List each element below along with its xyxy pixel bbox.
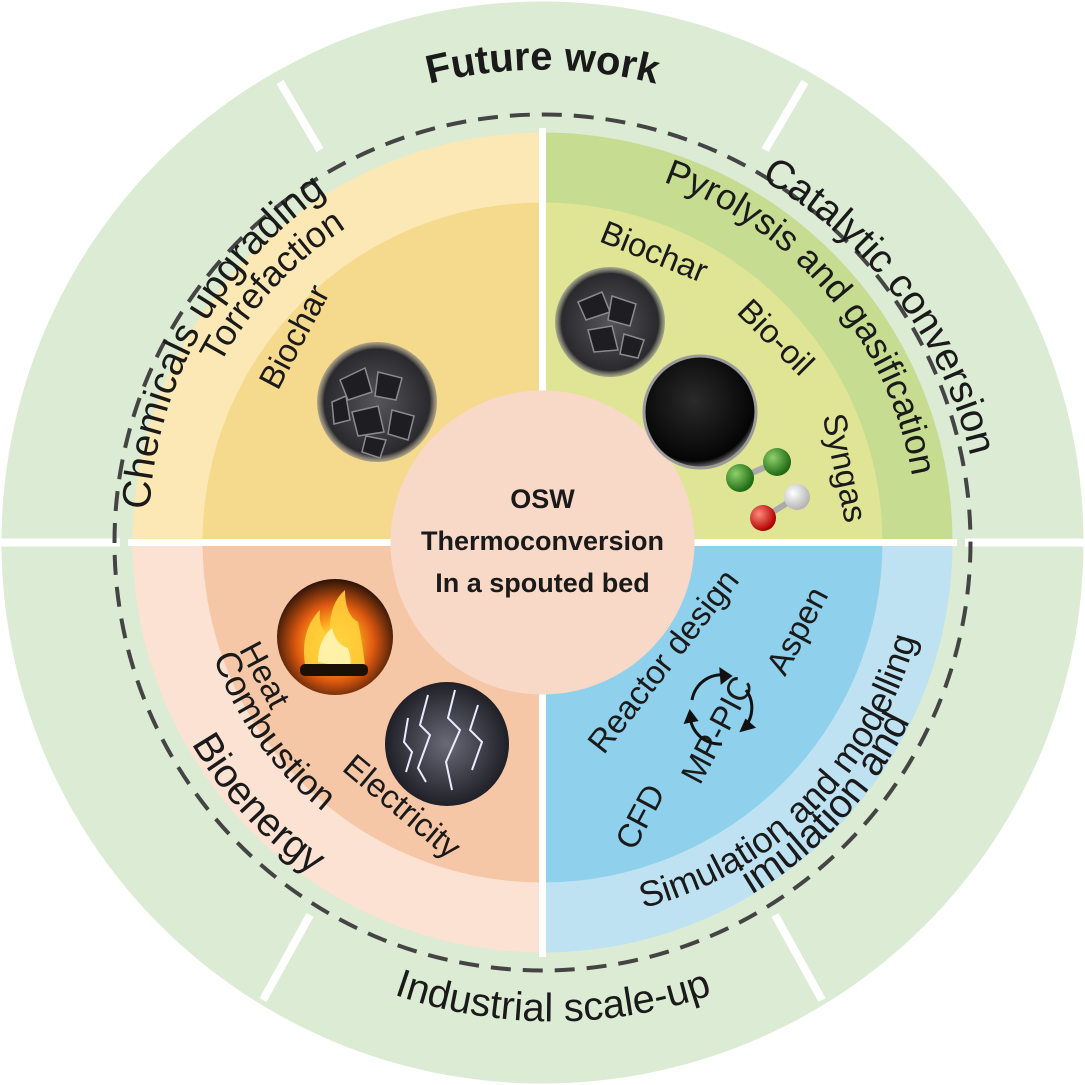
lightning-image: [385, 682, 509, 806]
center-line-1: OSW: [510, 484, 575, 514]
dashed-boundary: [112, 112, 973, 973]
top-right-content: Biochar Bio-oil Syngas: [555, 213, 875, 531]
biochar-image: [555, 267, 665, 377]
fire-image: [277, 579, 393, 695]
outer-ring-dividers: [0, 79, 1085, 1002]
biochar-image: [317, 342, 437, 462]
cycle-arrows-icon: [683, 667, 757, 746]
center-circle: [390, 390, 695, 695]
bio-oil-image: [642, 354, 758, 470]
center-line-3: In a spouted bed: [435, 568, 650, 598]
center-line-2: Thermoconversion: [421, 526, 664, 556]
center-label: OSW Thermoconversion In a spouted bed: [421, 484, 664, 598]
syngas-molecule-icon: [726, 448, 810, 531]
